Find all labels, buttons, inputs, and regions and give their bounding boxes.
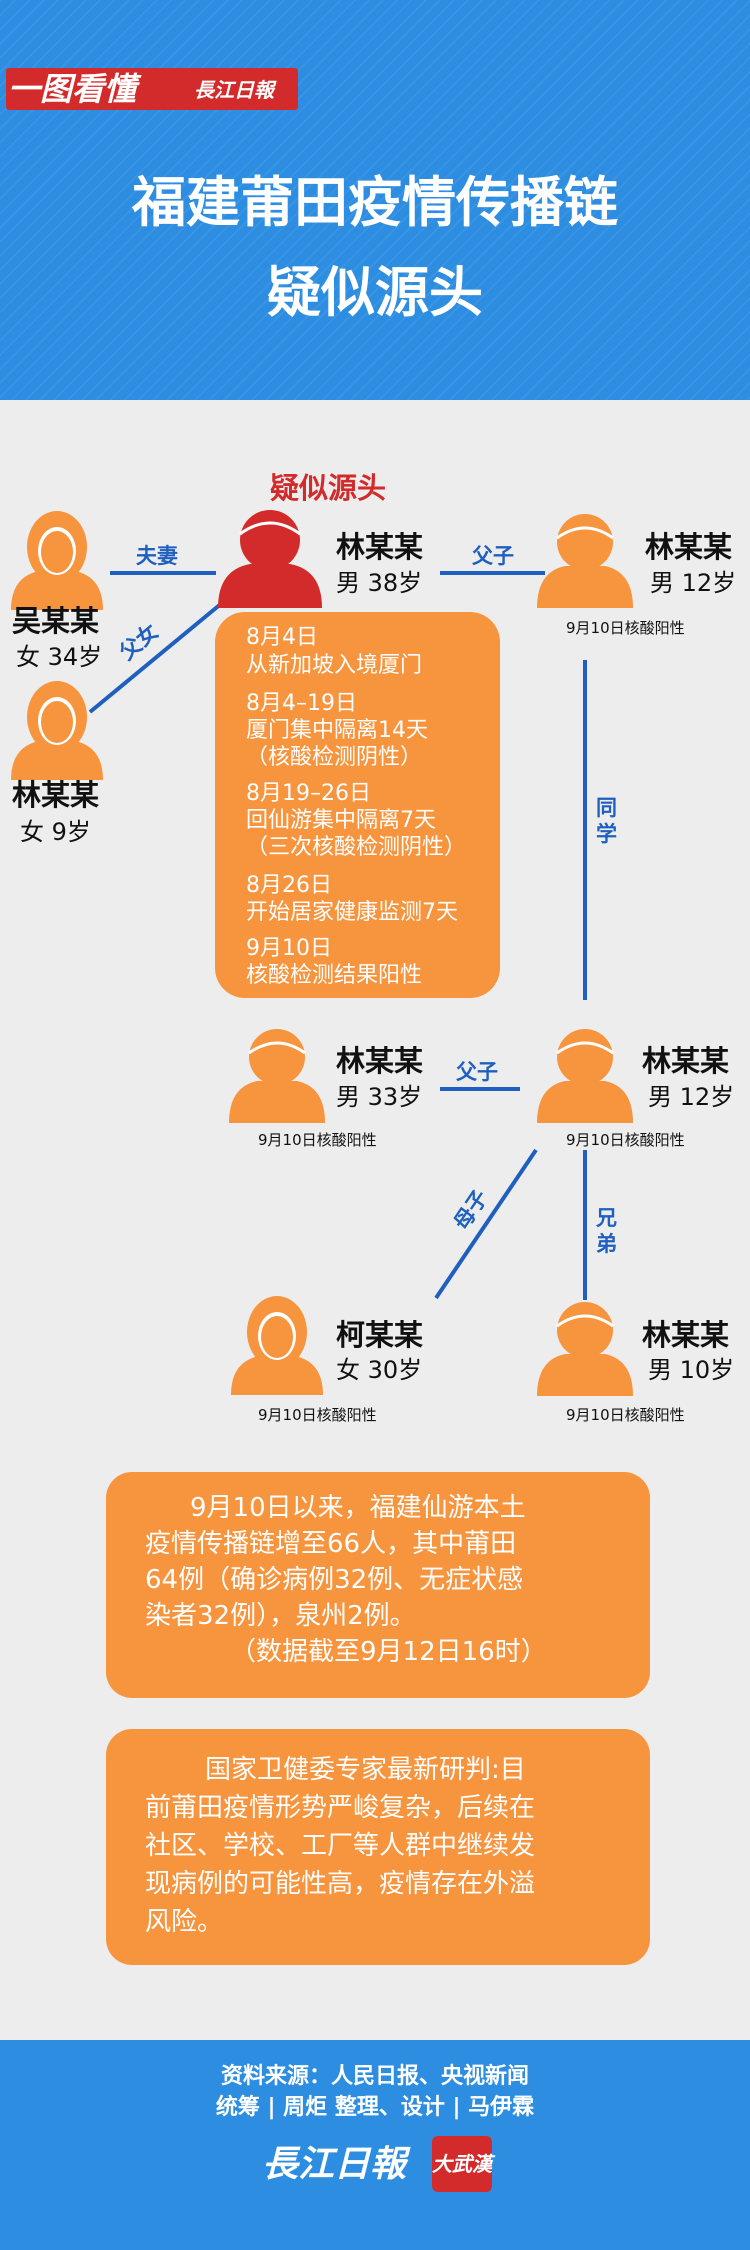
person-name-lin-girl: 林某某: [12, 778, 100, 812]
person-icon-source: [218, 510, 322, 608]
person-meta-boy12b: 男 12岁: [648, 1083, 735, 1111]
person-icon-boy12b: [537, 1029, 633, 1123]
summary-line-3: 64例（确诊病例32例、无症状感: [145, 1565, 524, 1595]
expert-assessment-box: [106, 1729, 650, 1965]
person-icon-son1: [537, 514, 633, 608]
source-timeline-box: [215, 612, 500, 998]
person-meta-source: 男 38岁: [336, 569, 423, 597]
person-icon-ke: [231, 1296, 323, 1395]
line-father-daughter: [88, 601, 224, 714]
timeline-date-4: 8月26日: [246, 873, 332, 898]
person-icon-lin33: [229, 1029, 325, 1123]
person-meta-wu: 女 34岁: [16, 643, 103, 671]
person-name-ke: 柯某某: [336, 1318, 424, 1352]
relation-label-classmate: 同学: [596, 796, 617, 846]
relation-label-brothers: 兄弟: [596, 1206, 617, 1256]
timeline-text-3: 回仙游集中隔离7天: [246, 808, 436, 833]
person-name-boy10: 林某某: [642, 1318, 730, 1352]
timeline-date-3: 8月19–26日: [246, 781, 371, 806]
page-title-line2: 疑似源头: [267, 261, 483, 324]
person-icon-boy10: [537, 1302, 633, 1396]
relation-label-spouse: 夫妻: [136, 544, 178, 568]
page-title-line1: 福建莆田疫情传播链: [132, 171, 618, 234]
person-tag-boy12b: 9月10日核酸阳性: [566, 1131, 685, 1149]
timeline-date-2: 8月4–19日: [246, 691, 357, 716]
logo-sub-text: 長江日報: [194, 78, 274, 102]
footer-badge-logo: 大武漢: [432, 2136, 492, 2192]
timeline-text-1: 从新加坡入境厦门: [246, 653, 423, 678]
header-banner: [0, 0, 750, 400]
outbreak-summary-box: [106, 1472, 650, 1698]
suspected-source-label: 疑似源头: [270, 471, 387, 505]
timeline-text-2: 厦门集中隔离14天: [246, 718, 428, 743]
assessment-line-3: 社区、学校、工厂等人群中继续发: [145, 1831, 536, 1861]
timeline-note-3: （三次核酸检测阴性）: [246, 835, 467, 860]
person-meta-ke: 女 30岁: [336, 1356, 423, 1384]
person-name-son1: 林某某: [645, 530, 733, 564]
assessment-line-2: 前莆田疫情形势严峻复杂，后续在: [145, 1793, 536, 1823]
summary-line-1: 9月10日以来，福建仙游本土: [190, 1493, 526, 1523]
footer-banner: [0, 2040, 750, 2250]
person-meta-lin-girl: 女 9岁: [20, 818, 91, 846]
relation-label-father-son-mid: 父子: [456, 1060, 498, 1084]
logo-bar: [6, 68, 298, 110]
person-tag-son1: 9月10日核酸阳性: [566, 619, 685, 637]
footer-credits-line: 统筹 | 周炬 整理、设计 | 马伊霖: [215, 2095, 535, 2120]
person-name-lin33: 林某某: [336, 1044, 424, 1078]
summary-line-4: 染者32例），泉州2例。: [145, 1601, 416, 1631]
person-name-wu: 吴某某: [12, 604, 100, 638]
line-mother-son: [434, 1148, 538, 1300]
person-icon-wu: [11, 511, 103, 610]
logo-main-text: 一图看懂: [8, 70, 137, 108]
person-name-boy12b: 林某某: [642, 1044, 730, 1078]
person-tag-boy10: 9月10日核酸阳性: [566, 1406, 685, 1424]
person-meta-son1: 男 12岁: [650, 569, 737, 597]
relation-label-father-son-top: 父子: [472, 544, 514, 568]
summary-line-2: 疫情传播链增至66人，其中莆田: [145, 1529, 517, 1559]
person-icon-lin-girl: [11, 681, 103, 780]
person-tag-ke: 9月10日核酸阳性: [258, 1406, 377, 1424]
timeline-text-4: 开始居家健康监测7天: [246, 900, 458, 925]
assessment-line-4: 现病例的可能性高，疫情存在外溢: [145, 1869, 536, 1899]
person-meta-lin33: 男 33岁: [336, 1083, 423, 1111]
person-name-source: 林某某: [336, 530, 424, 564]
timeline-note-2: （核酸检测阴性）: [246, 745, 423, 770]
person-meta-boy10: 男 10岁: [648, 1356, 735, 1384]
timeline-date-5: 9月10日: [246, 936, 332, 961]
person-tag-lin33: 9月10日核酸阳性: [258, 1131, 377, 1149]
summary-line-5: （数据截至9月12日16时）: [230, 1637, 547, 1667]
assessment-line-5: 风险。: [145, 1907, 224, 1937]
timeline-text-5: 核酸检测结果阳性: [246, 963, 423, 988]
timeline-date-1: 8月4日: [246, 625, 318, 650]
assessment-line-1: 国家卫健委专家最新研判:目: [205, 1755, 526, 1785]
footer-source-line: 资料来源：人民日报、央视新闻: [220, 2064, 529, 2089]
footer-logo: 長江日報: [262, 2144, 407, 2185]
